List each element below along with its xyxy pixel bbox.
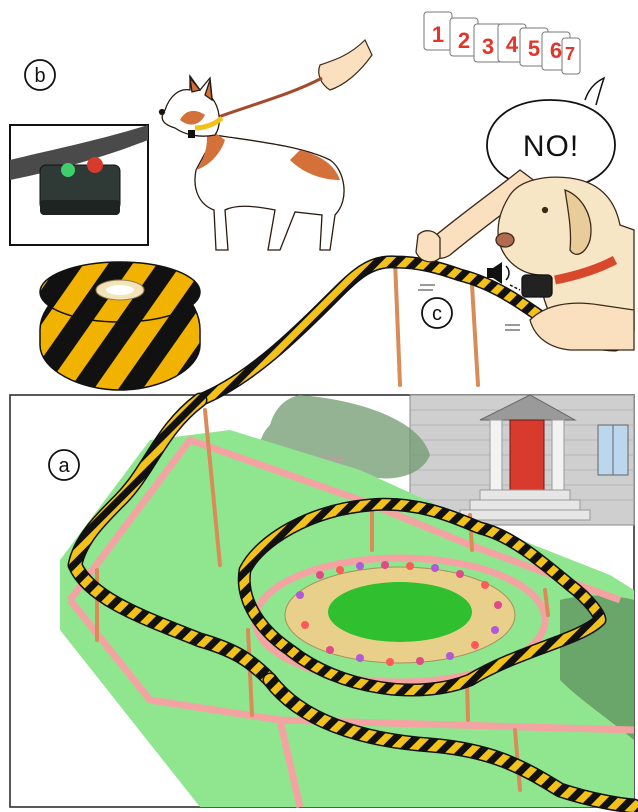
svg-text:4: 4 xyxy=(506,32,519,57)
calendar-page: 7 xyxy=(562,38,580,74)
leash xyxy=(210,78,322,120)
svg-text:1: 1 xyxy=(432,22,444,47)
tape-roll-icon xyxy=(40,262,200,390)
svg-text:6: 6 xyxy=(550,38,562,63)
label-c: c xyxy=(422,298,452,328)
label-a: a xyxy=(49,450,79,480)
front-door xyxy=(510,420,544,490)
receiver-green-light xyxy=(61,163,75,177)
svg-text:3: 3 xyxy=(482,34,494,59)
svg-text:b: b xyxy=(34,65,45,87)
collar-receiver-box xyxy=(522,275,552,297)
svg-text:NO!: NO! xyxy=(523,130,579,163)
svg-text:7: 7 xyxy=(565,44,575,64)
label-b: b xyxy=(25,60,55,90)
svg-text:a: a xyxy=(58,455,70,477)
calendar-page: 1 xyxy=(424,12,452,50)
flowerbed-grass-center xyxy=(328,582,472,642)
holding-hand xyxy=(530,303,634,350)
calendar-pages: 1 2 3 4 5 6 7 xyxy=(424,12,580,74)
svg-text:5: 5 xyxy=(528,36,540,61)
svg-text:c: c xyxy=(432,303,442,325)
receiver-red-light xyxy=(87,157,103,173)
svg-text:2: 2 xyxy=(458,28,470,53)
collar-receiver-inset xyxy=(10,125,148,245)
hand-holding-leash xyxy=(319,40,372,90)
dog-standing xyxy=(160,76,345,250)
house xyxy=(410,395,634,525)
